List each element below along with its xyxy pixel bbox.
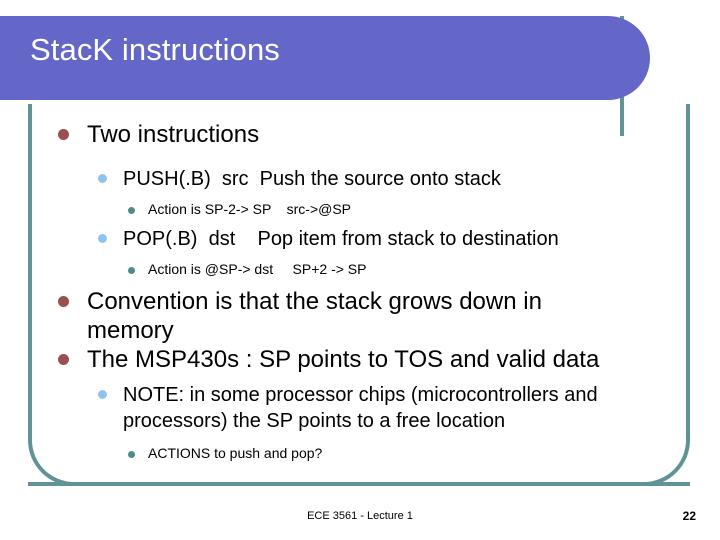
- bullet-item-two-instructions: Two instructions: [58, 120, 259, 149]
- bullet-dot-icon: [58, 296, 69, 307]
- title-underline-rule: [0, 90, 622, 96]
- bullet-text: Two instructions: [87, 121, 260, 148]
- footer-lecture-label: ECE 3561 - Lecture 1: [307, 510, 413, 522]
- bullet-text: POP(.B) dst Pop item from stack to desti…: [123, 228, 559, 250]
- bullet-item-note-free-location: NOTE: in some processor chips (microcont…: [98, 382, 658, 434]
- bullet-text: PUSH(.B) src Push the source onto stack: [123, 168, 501, 190]
- bullet-text: Action is @SP-> dst SP+2 -> SP: [148, 261, 367, 277]
- bullet-text: ACTIONS to push and pop?: [148, 445, 323, 461]
- bullet-dot-icon: [98, 234, 107, 243]
- bullet-item-push-instruction: PUSH(.B) src Push the source onto stack: [98, 166, 501, 192]
- bullet-item-push-action: Action is SP-2-> SP src->@SP: [128, 200, 351, 219]
- footer-page-number: 22: [682, 509, 696, 523]
- bullet-item-pop-instruction: POP(.B) dst Pop item from stack to desti…: [98, 226, 559, 252]
- bullet-dot-icon: [58, 354, 69, 365]
- slide-title: StacK instructions: [30, 32, 280, 67]
- bullet-item-msp430-sp: The MSP430s : SP points to TOS and valid…: [58, 345, 678, 374]
- bullet-item-pop-action: Action is @SP-> dst SP+2 -> SP: [128, 260, 366, 279]
- bullet-text: The MSP430s : SP points to TOS and valid…: [87, 346, 600, 373]
- bullet-dot-icon: [128, 451, 135, 458]
- slide-body: Two instructions PUSH(.B) src Push the s…: [0, 104, 720, 486]
- bullet-dot-icon: [98, 390, 107, 399]
- title-bar: [0, 16, 650, 100]
- bullet-dot-icon: [98, 174, 107, 183]
- bullet-dot-icon: [128, 267, 135, 274]
- bullet-text: NOTE: in some processor chips (microcont…: [123, 384, 604, 432]
- bullet-text: Convention is that the stack grows down …: [87, 288, 549, 344]
- bullet-text: Action is SP-2-> SP src->@SP: [148, 201, 352, 217]
- bullet-item-actions-question: ACTIONS to push and pop?: [128, 444, 322, 463]
- bullet-item-convention: Convention is that the stack grows down …: [58, 287, 618, 345]
- bullet-dot-icon: [128, 207, 135, 214]
- bullet-dot-icon: [58, 129, 69, 140]
